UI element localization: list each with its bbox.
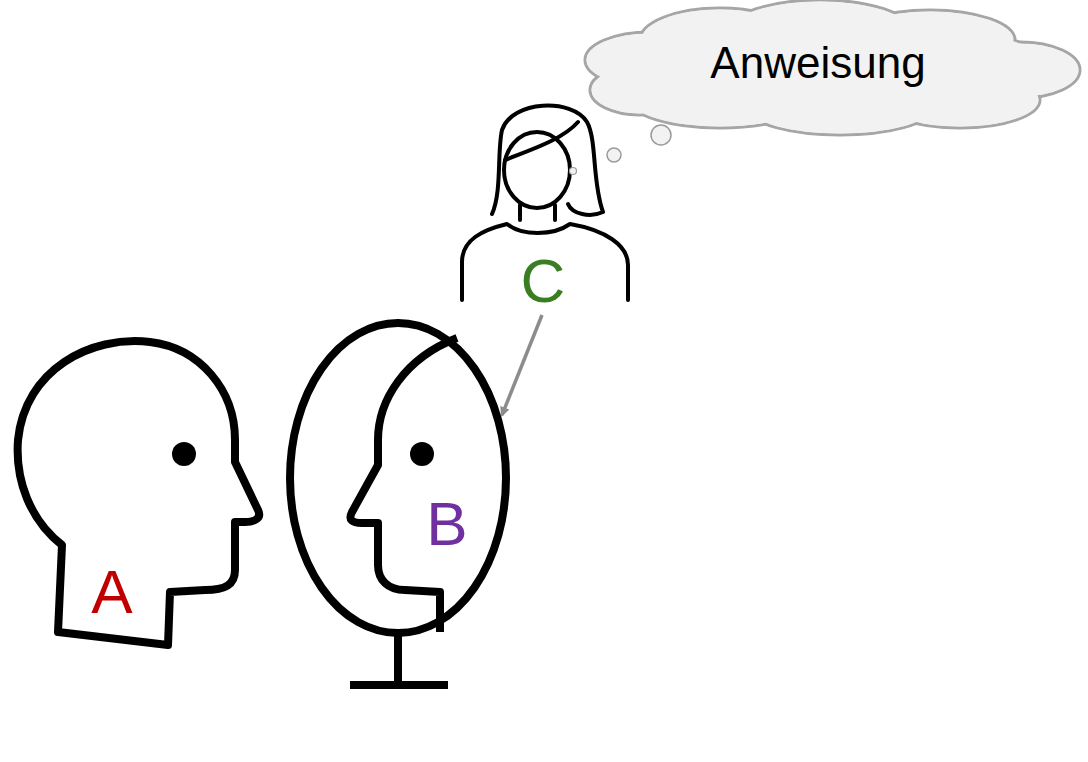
- person-figure: C: [455, 100, 635, 305]
- head-profile: A: [10, 330, 270, 655]
- mirror-outline: [286, 319, 510, 691]
- head-profile-outline: [10, 330, 270, 655]
- thought-text: Anweisung: [710, 41, 925, 85]
- instruction-arrow: [502, 315, 542, 415]
- figure-letter: C: [521, 250, 566, 312]
- mirror-letter: B: [426, 493, 467, 555]
- thought-cloud: Anweisung: [583, 0, 1088, 140]
- mirror: B: [286, 319, 510, 691]
- head-letter: A: [91, 561, 132, 623]
